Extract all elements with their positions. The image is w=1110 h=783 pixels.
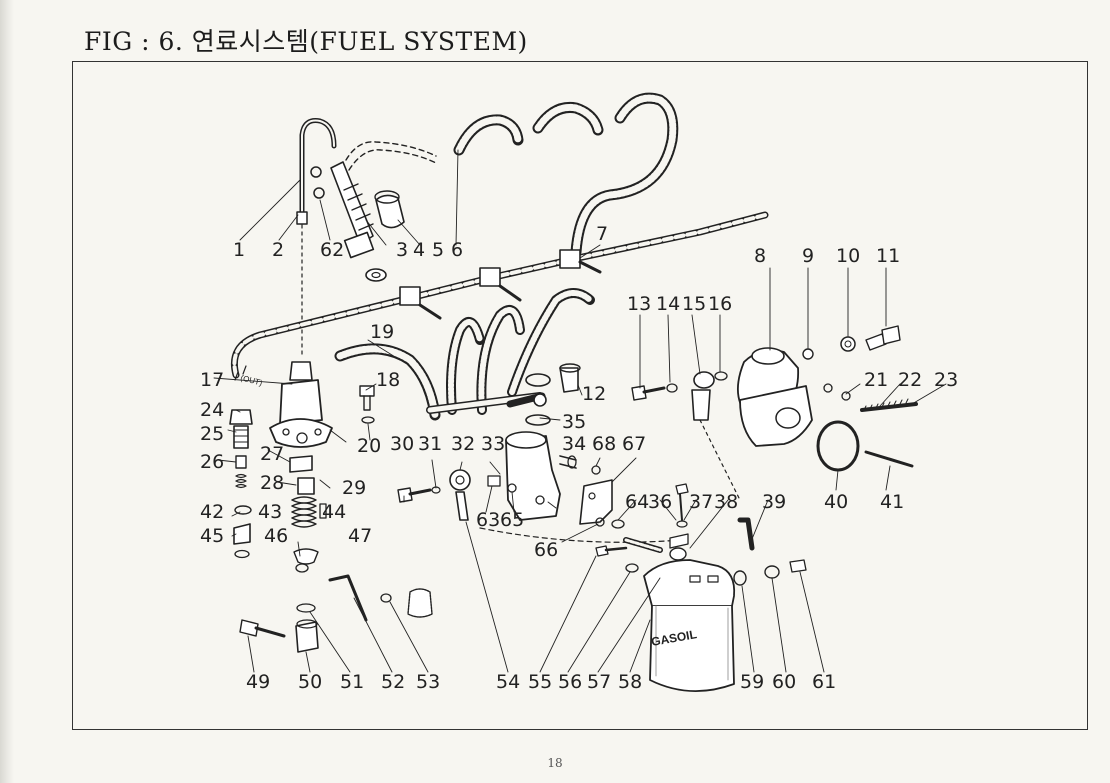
callout-26: 26 [200,451,224,473]
callout-54: 54 [496,671,520,693]
page-gutter [0,0,14,783]
return-hoses [453,92,679,258]
callout-7: 7 [596,223,608,245]
callout-16: 16 [708,293,732,315]
callout-18: 18 [376,369,400,391]
callout-46: 46 [264,525,288,547]
callout-30: 30 [390,433,414,455]
callout-59: 59 [740,671,764,693]
callout-42: 42 [200,501,224,523]
callout-17: 17 [200,369,224,391]
callout-numbers: 1 2 62 3 4 5 6 7 8 9 10 11 13 14 15 16 1… [200,223,958,693]
callout-31: 31 [418,433,442,455]
callout-62: 62 [320,239,344,261]
callout-6: 6 [451,239,463,261]
callout-27: 27 [260,443,284,465]
callout-57: 57 [587,671,611,693]
bolt-14 [631,371,741,501]
callout-55: 55 [528,671,552,693]
callout-8: 8 [754,245,766,267]
callout-44: 44 [322,501,346,523]
lift-pump [714,325,918,472]
callout-32: 32 [451,433,475,455]
filter-head-33 [487,431,577,521]
callout-1: 1 [233,239,245,261]
callout-38: 38 [714,491,738,513]
nozzle-cap [365,190,405,282]
injection-pump [269,361,333,565]
callout-25: 25 [200,423,224,445]
out-label: (OUT) [239,373,263,388]
callout-12: 12 [582,383,606,405]
fuel-filter [595,483,807,692]
callout-45: 45 [200,525,224,547]
diagram-frame [72,61,1088,730]
callout-58: 58 [618,671,642,693]
callout-37: 37 [689,491,713,513]
banjo-bolt-12 [506,363,581,426]
callout-22: 22 [898,369,922,391]
injector [310,141,439,259]
callout-10: 10 [836,245,860,267]
callout-15: 15 [682,293,706,315]
callout-4: 4 [413,239,425,261]
callout-50: 50 [298,671,322,693]
callout-9: 9 [802,245,814,267]
callout-13: 13 [627,293,651,315]
callout-63: 63 [476,509,500,531]
callout-53: 53 [416,671,440,693]
delivery-valve-parts [229,409,253,559]
callout-68: 68 [592,433,616,455]
callout-24: 24 [200,399,224,421]
callout-60: 60 [772,671,796,693]
callout-40: 40 [824,491,848,513]
callout-34: 34 [562,433,586,455]
callout-19: 19 [370,321,394,343]
figure-title: FIG : 6. 연료시스템(FUEL SYSTEM) [84,27,528,56]
callout-52: 52 [381,671,405,693]
callout-49: 49 [246,671,270,693]
callout-39: 39 [762,491,786,513]
injection-pipe [296,118,337,356]
callout-14: 14 [656,293,680,315]
page-number: 18 [547,756,563,770]
callout-43: 43 [258,501,282,523]
leader-lines [213,149,947,673]
callout-5: 5 [432,239,444,261]
callout-29: 29 [342,477,366,499]
callout-3: 3 [396,239,408,261]
callout-33: 33 [481,433,505,455]
callout-56: 56 [558,671,582,693]
callout-35: 35 [562,411,586,433]
callout-65: 65 [500,509,524,531]
callout-20: 20 [357,435,381,457]
callout-23: 23 [934,369,958,391]
bleed-screw-parts [239,563,433,653]
callout-64: 64 [625,491,649,513]
bolt-18 [359,385,375,424]
callout-11: 11 [876,245,900,267]
callout-61: 61 [812,671,836,693]
callout-67: 67 [622,433,646,455]
fuel-line-main [231,211,769,381]
callout-36: 36 [648,491,672,513]
callout-66: 66 [534,539,558,561]
bracket-67 [579,465,613,527]
callout-2: 2 [272,239,284,261]
callout-28: 28 [260,472,284,494]
hose-19 [334,288,595,421]
callout-41: 41 [880,491,904,513]
callout-21: 21 [864,369,888,391]
callout-51: 51 [340,671,364,693]
callout-47: 47 [348,525,372,547]
